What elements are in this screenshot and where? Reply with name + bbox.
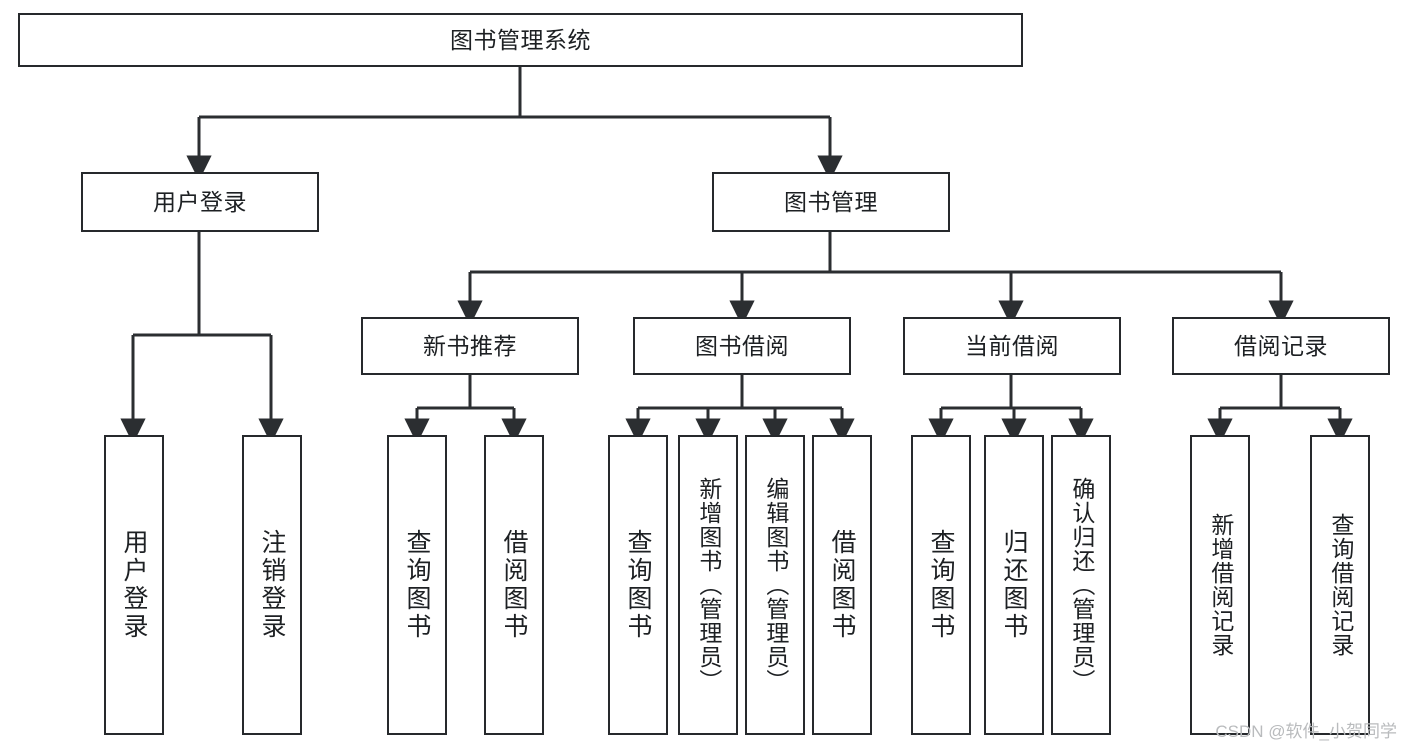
node-book-management[interactable]: 图书管理 [712,172,950,232]
node-leaf-confirm-return-admin[interactable]: 确认归还（管理员） [1051,435,1111,735]
watermark-text: CSDN @软件_小贺同学 [1215,722,1397,741]
node-label: 查询图书 [403,529,431,641]
node-leaf-query-book-borrowing[interactable]: 查询图书 [608,435,668,735]
node-label: 借阅图书 [828,529,856,641]
node-label: 查询图书 [624,529,652,641]
node-borrow-records[interactable]: 借阅记录 [1172,317,1390,375]
node-leaf-borrow-book-newbook[interactable]: 借阅图书 [484,435,544,735]
node-leaf-query-book-newbook[interactable]: 查询图书 [387,435,447,735]
node-label: 确认归还（管理员） [1068,477,1095,693]
node-label: 用户登录 [120,529,148,641]
node-leaf-add-borrow-record[interactable]: 新增借阅记录 [1190,435,1250,735]
node-leaf-return-book[interactable]: 归还图书 [984,435,1044,735]
node-label: 借阅记录 [1234,332,1328,359]
node-label: 注销登录 [258,529,286,641]
node-label: 新增借阅记录 [1207,513,1234,657]
node-leaf-user-login[interactable]: 用户登录 [104,435,164,735]
node-label: 编辑图书（管理员） [762,477,789,693]
node-leaf-query-book-current[interactable]: 查询图书 [911,435,971,735]
node-label: 新增图书（管理员） [695,477,722,693]
node-label: 图书管理 [784,188,878,215]
node-label: 查询图书 [927,529,955,641]
node-leaf-edit-book-admin[interactable]: 编辑图书（管理员） [745,435,805,735]
node-new-book-recommendation[interactable]: 新书推荐 [361,317,579,375]
node-book-borrowing[interactable]: 图书借阅 [633,317,851,375]
node-label: 新书推荐 [423,332,517,359]
node-user-login[interactable]: 用户登录 [81,172,319,232]
node-leaf-borrow-book-borrowing[interactable]: 借阅图书 [812,435,872,735]
node-label: 图书借阅 [695,332,789,359]
node-label: 借阅图书 [500,529,528,641]
node-label: 图书管理系统 [450,26,591,53]
node-leaf-logout[interactable]: 注销登录 [242,435,302,735]
node-label: 归还图书 [1000,529,1028,641]
node-label: 查询借阅记录 [1327,513,1354,657]
node-root-system[interactable]: 图书管理系统 [18,13,1023,67]
node-leaf-query-borrow-record[interactable]: 查询借阅记录 [1310,435,1370,735]
node-leaf-add-book-admin[interactable]: 新增图书（管理员） [678,435,738,735]
node-label: 当前借阅 [965,332,1059,359]
node-current-borrowing[interactable]: 当前借阅 [903,317,1121,375]
node-label: 用户登录 [153,188,247,215]
